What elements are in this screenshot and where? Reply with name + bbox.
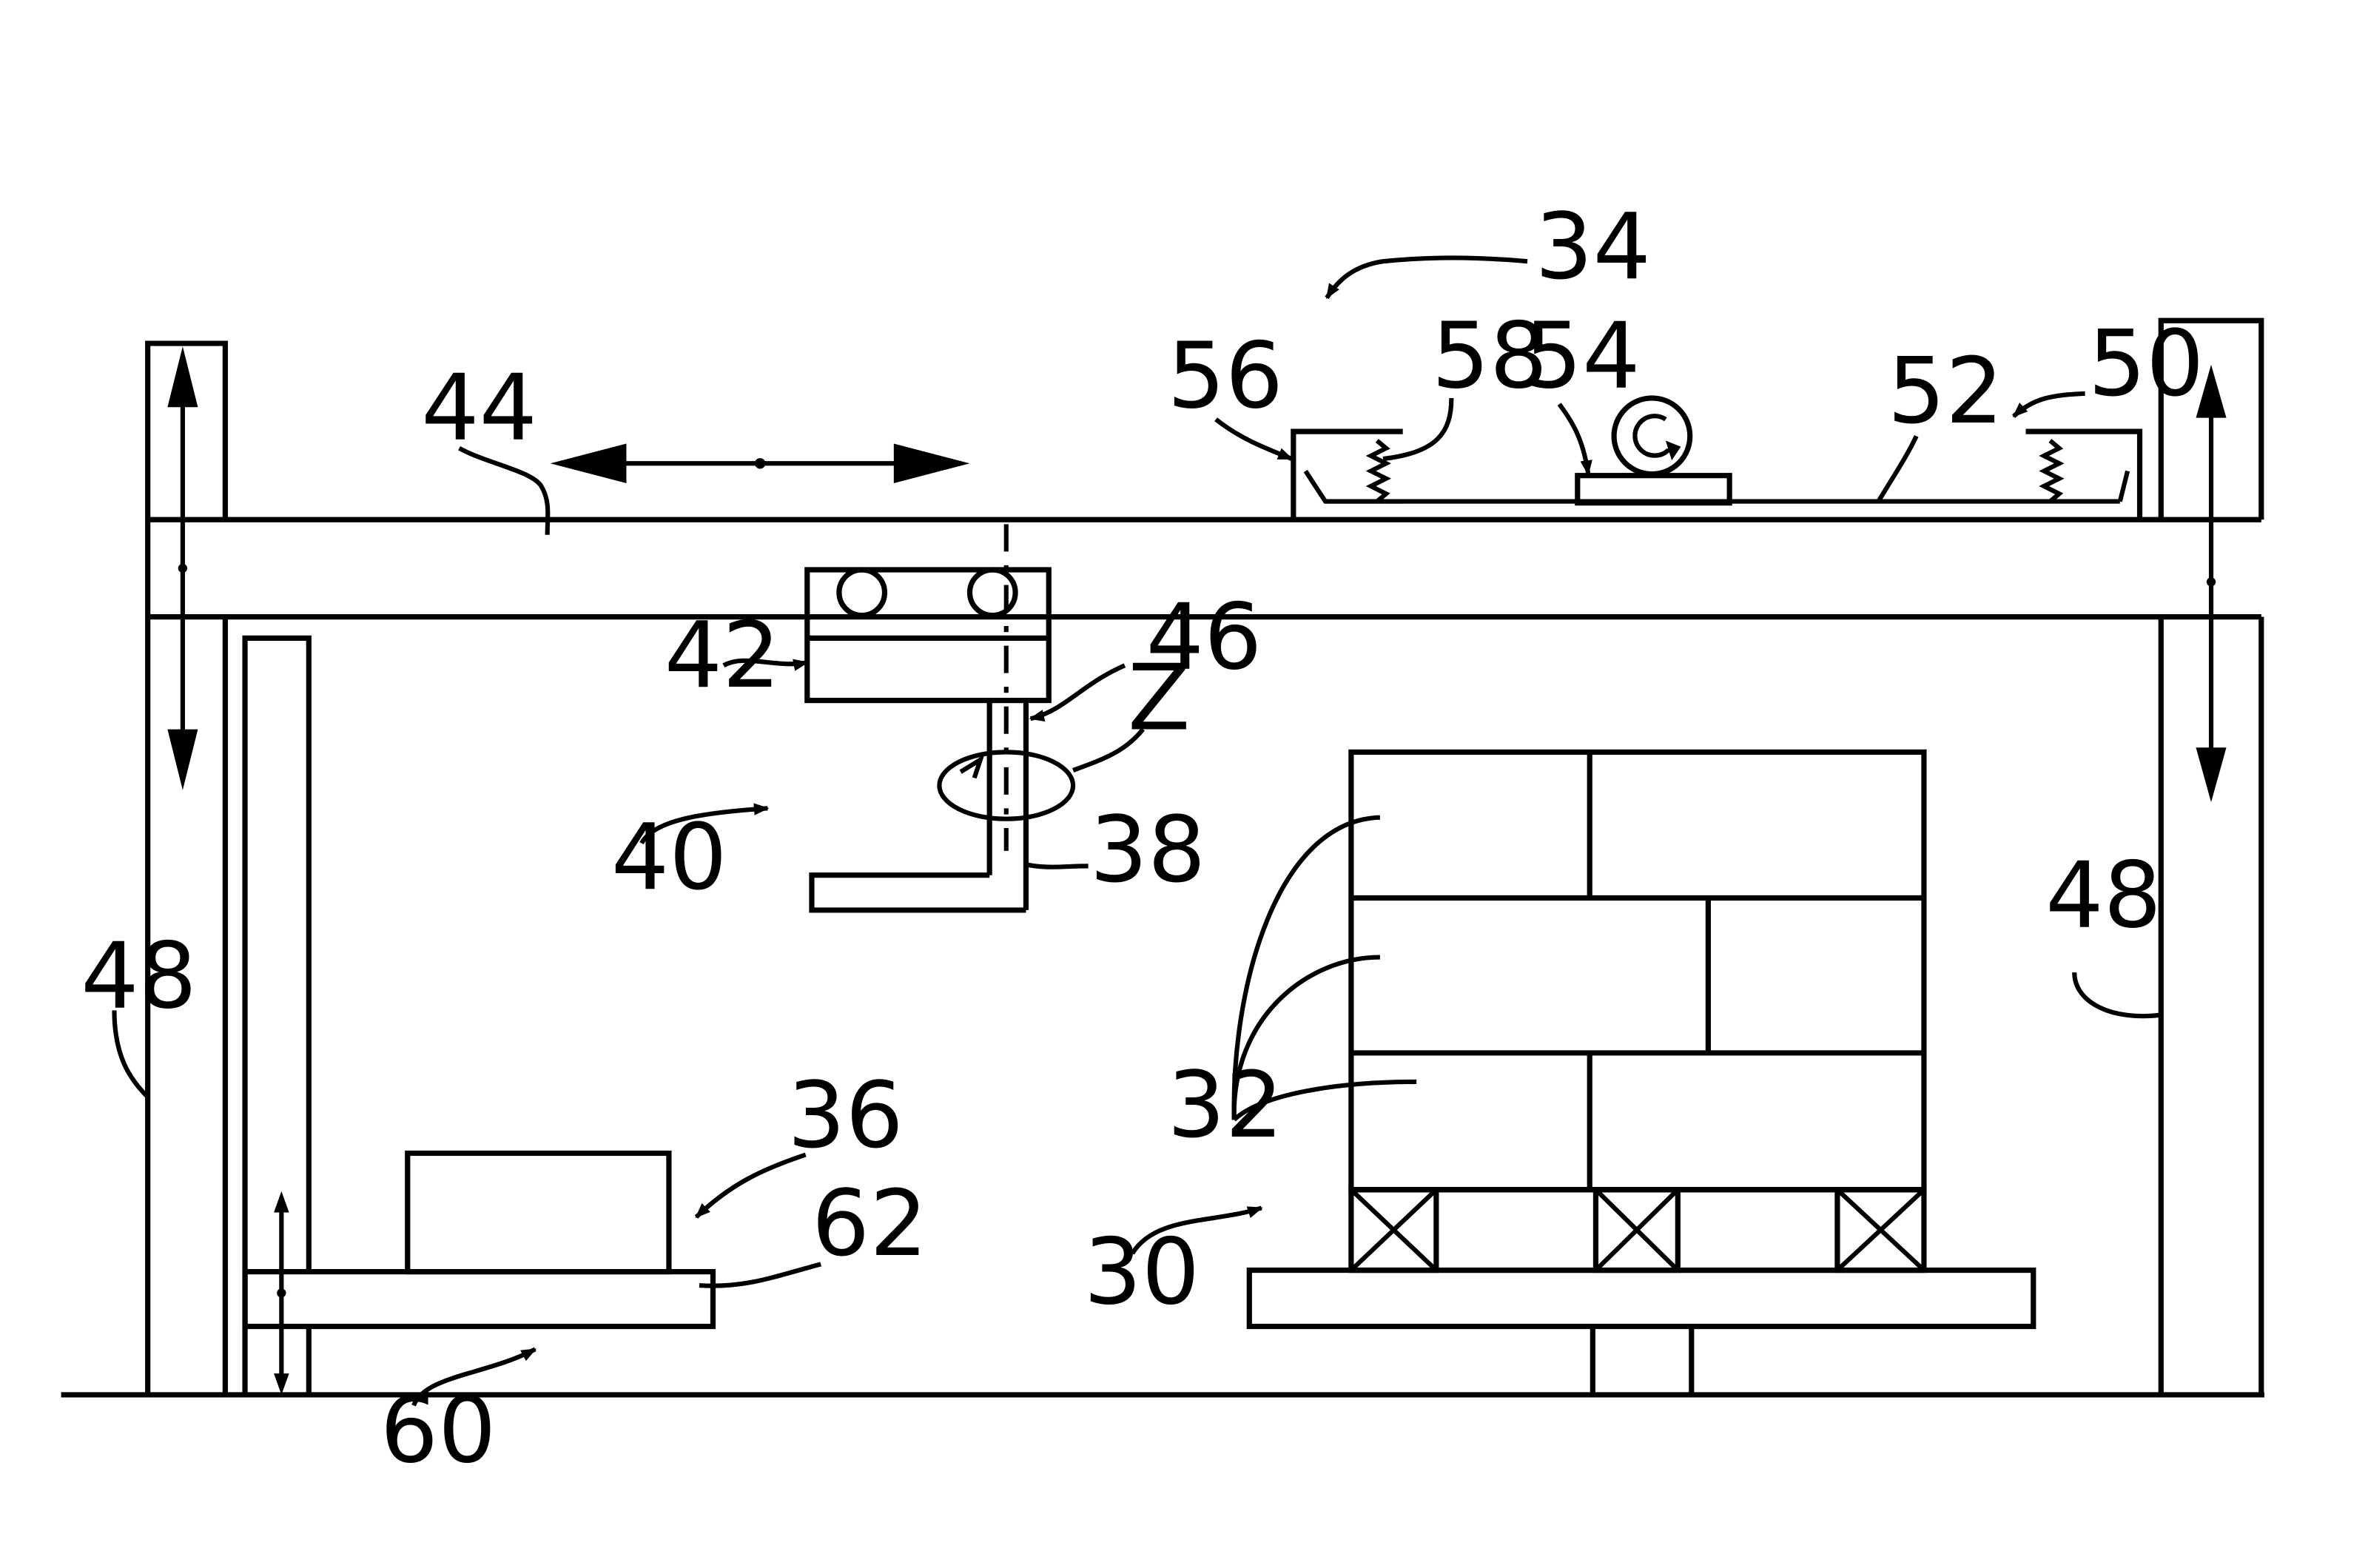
label-36: 36 <box>787 1063 904 1169</box>
label-44: 44 <box>421 355 537 461</box>
lift-platform <box>245 1272 713 1327</box>
label-38: 38 <box>1090 798 1206 904</box>
label-52: 52 <box>1888 339 2004 445</box>
label-50: 50 <box>2088 312 2204 417</box>
label-54: 54 <box>1524 304 1641 410</box>
gripper-arm <box>812 701 1026 910</box>
lift-arrow-icon <box>274 1191 289 1395</box>
label-56: 56 <box>1167 323 1283 429</box>
turntable <box>1249 1271 2034 1395</box>
label-z: Z <box>1128 646 1190 752</box>
package <box>408 1153 669 1271</box>
label-30: 30 <box>1083 1220 1200 1326</box>
lift-mast <box>245 638 309 1395</box>
left-column-arrow-icon <box>167 346 198 790</box>
label-42: 42 <box>665 603 781 709</box>
label-32: 32 <box>1167 1053 1283 1159</box>
right-column-arrow-icon <box>2196 365 2226 802</box>
left-column <box>148 343 226 1395</box>
label-48-right: 48 <box>2045 844 2162 949</box>
label-48-left: 48 <box>81 923 197 1029</box>
label-62: 62 <box>812 1171 928 1277</box>
label-60: 60 <box>380 1378 497 1484</box>
spring-left-icon <box>1371 440 1387 501</box>
film-wrapper <box>1294 398 2140 518</box>
label-40: 40 <box>611 805 727 911</box>
carriage <box>807 570 1049 701</box>
spring-right-icon <box>2044 440 2059 501</box>
beam-travel-arrow-icon <box>551 444 970 483</box>
pallet-base <box>1351 1190 1924 1271</box>
label-34: 34 <box>1535 195 1651 300</box>
pallet-load <box>1351 752 1924 1189</box>
